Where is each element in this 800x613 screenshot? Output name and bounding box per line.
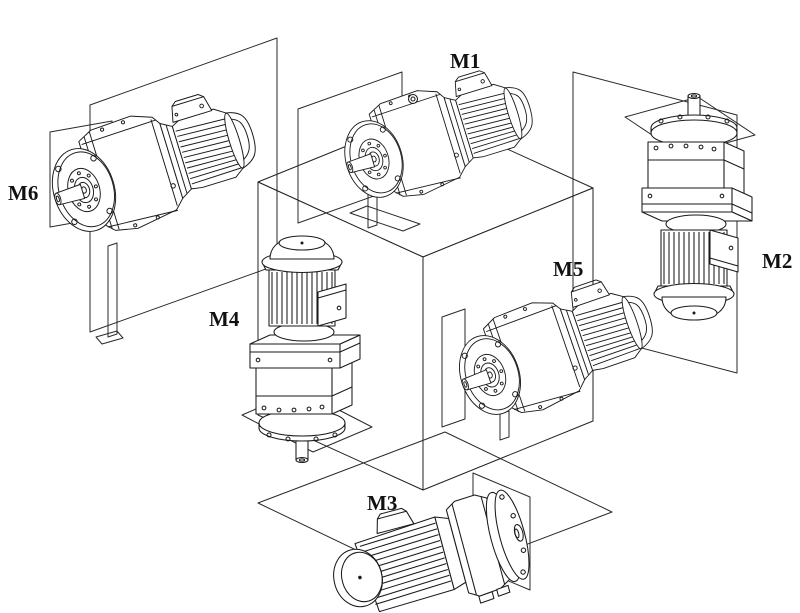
motor-m2 bbox=[641, 92, 753, 321]
label-m4: M4 bbox=[209, 307, 240, 331]
label-m5: M5 bbox=[553, 257, 583, 281]
label-m6: M6 bbox=[8, 181, 38, 205]
motor-m1-eyebolt bbox=[407, 93, 419, 105]
plane-m6-pillar bbox=[107, 242, 118, 338]
plane-m5 bbox=[441, 308, 466, 428]
label-m1: M1 bbox=[450, 49, 480, 73]
motor-m6 bbox=[37, 82, 270, 250]
plane-m1-foot bbox=[349, 205, 421, 232]
plane-m6-foot bbox=[95, 330, 124, 345]
label-m2: M2 bbox=[762, 249, 792, 273]
plane-m2-large bbox=[572, 71, 738, 374]
label-m3: M3 bbox=[367, 491, 397, 515]
motor-m3 bbox=[319, 478, 540, 613]
